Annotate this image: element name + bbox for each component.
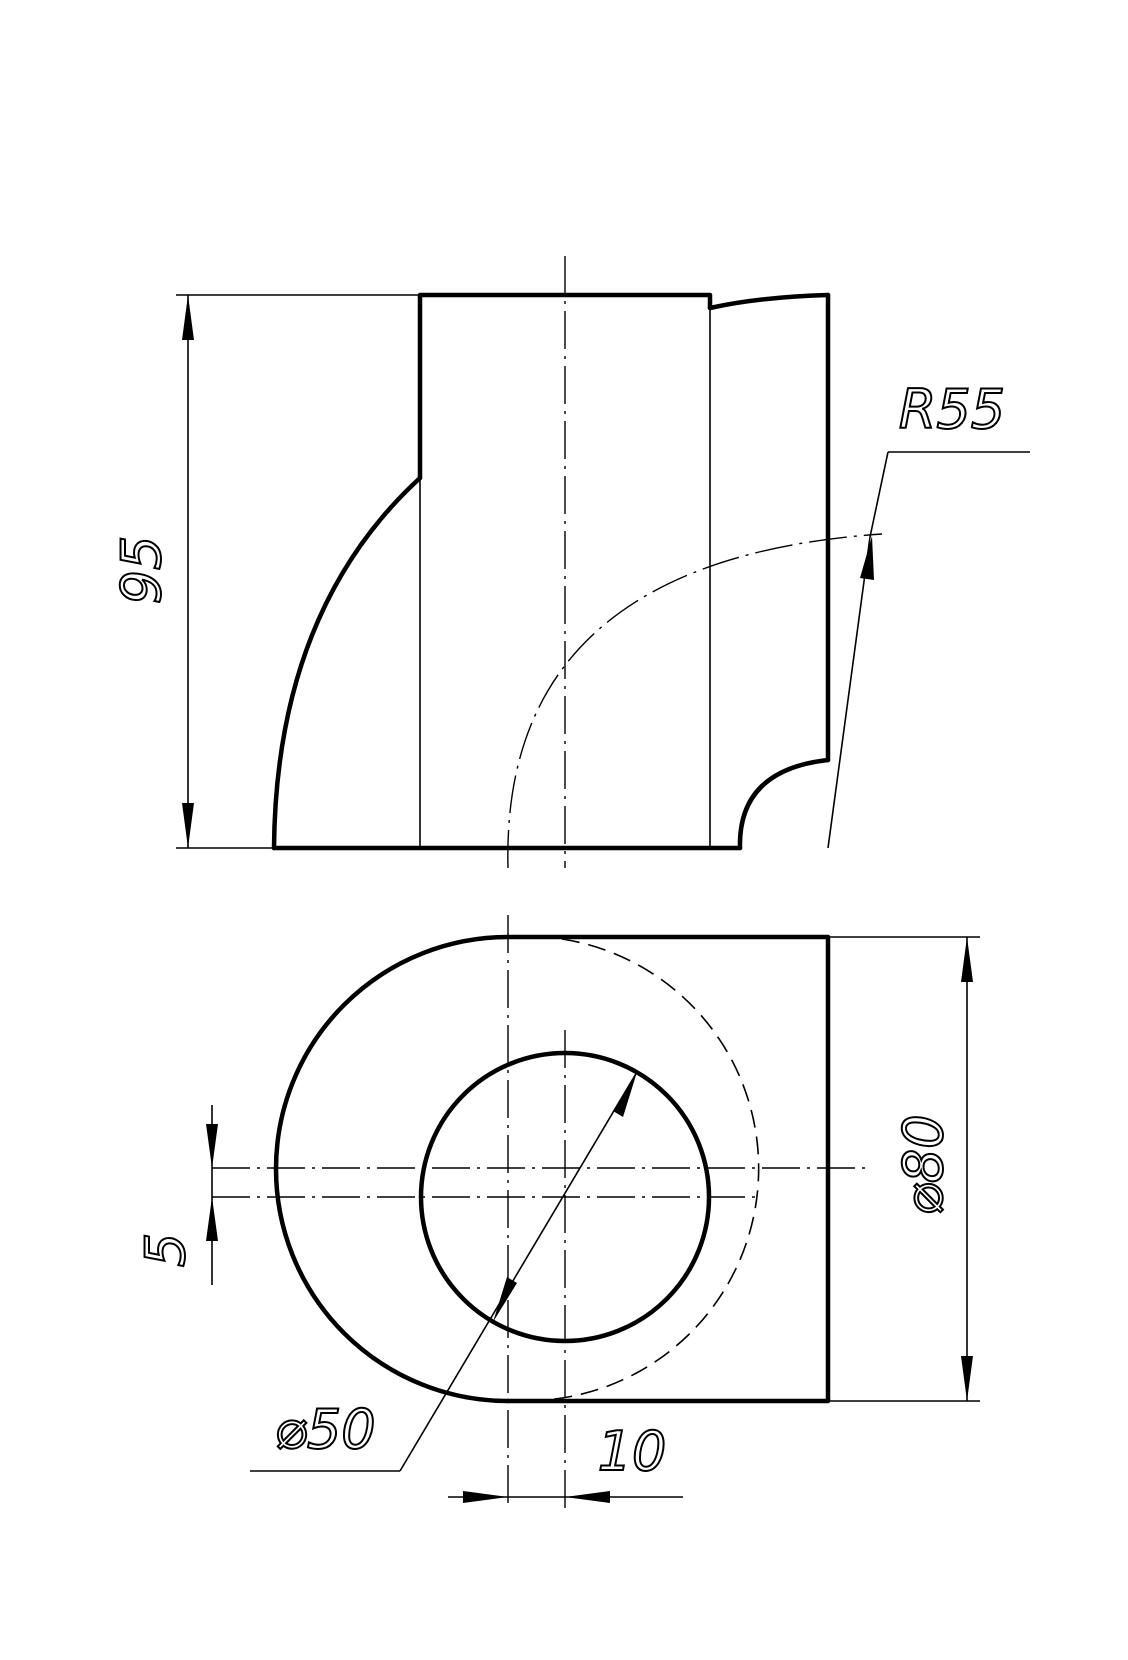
dim-95-label: 95	[110, 536, 173, 605]
dim-5-label: 5	[134, 1233, 197, 1267]
top-inner-bore-circle	[418, 1050, 712, 1344]
front-top-right-curve	[707, 292, 831, 311]
phi50-arrow-top	[613, 1072, 637, 1117]
phi80-arrow-top	[961, 937, 973, 982]
front-small-fillet	[737, 757, 831, 851]
dim-10-arrow-left	[463, 1491, 508, 1503]
front-view: 95 R55	[109, 256, 1030, 869]
phi50-arrow-bottom	[493, 1277, 517, 1322]
dim-phi80-label: ⌀80	[892, 1114, 955, 1215]
dim-10-arrow-right	[565, 1491, 610, 1503]
top-outer-circle-visible	[273, 934, 511, 1404]
r55-leader-line	[827, 536, 871, 849]
dim-phi50-label: ⌀50	[274, 1398, 375, 1461]
dim-10-label: 10	[598, 1420, 667, 1483]
top-rectangle-outline	[505, 934, 831, 1404]
dim-95-arrow-top	[182, 295, 194, 340]
dim-r55-label: R55	[899, 378, 1005, 441]
front-left-elbow-curve	[271, 475, 423, 851]
top-outer-circle-hidden	[507, 935, 760, 1401]
phi80-arrow-bottom	[961, 1356, 973, 1401]
dim-5-arrow-upper	[206, 1124, 218, 1168]
front-main-outline	[417, 292, 713, 481]
front-r55-center-arc	[507, 533, 883, 869]
r55-arrow	[860, 536, 874, 580]
phi50-diameter-line	[399, 1071, 638, 1472]
top-view: ⌀50 ⌀80 5 10	[133, 915, 980, 1510]
dim-5-arrow-lower	[206, 1197, 218, 1241]
r55-leader-elbow	[869, 451, 889, 538]
dim-95-arrow-bottom	[182, 803, 194, 848]
